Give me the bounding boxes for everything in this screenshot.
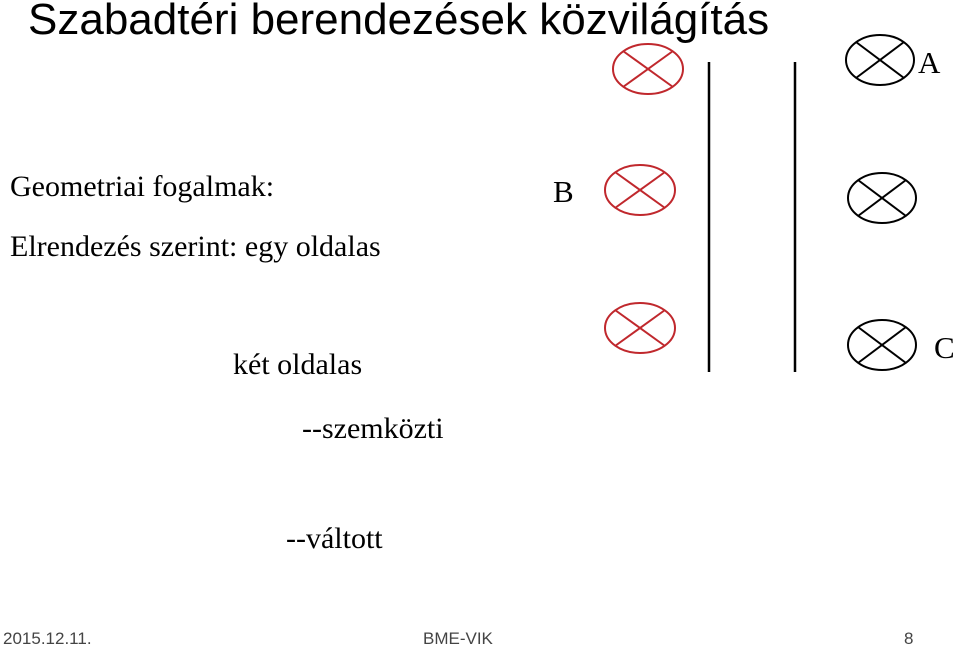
slide-title: Szabadtéri berendezések közvilágítás <box>28 0 770 44</box>
lamp-right-3-icon <box>847 319 917 371</box>
lamp-left-1-icon <box>612 43 684 95</box>
arrangement-one-sided: Elrendezés szerint: egy oldalas <box>10 230 381 263</box>
footer-date: 2015.12.11. <box>3 629 92 648</box>
lamp-right-1-icon <box>845 34 915 86</box>
diagram-label-b: B <box>553 174 574 209</box>
lamp-left-2-icon <box>604 164 676 216</box>
lamp-right-2-icon <box>847 172 917 224</box>
arrangement-two-sided: két oldalas <box>233 348 363 381</box>
lamp-left-3-icon <box>604 302 676 354</box>
footer-organization: BME-VIK <box>423 629 493 648</box>
diagram-label-a: A <box>918 45 941 80</box>
arrangement-staggered: --váltott <box>286 522 383 555</box>
footer-page-number: 8 <box>904 629 914 648</box>
diagram-label-c: C <box>934 330 955 365</box>
arrangement-opposite: --szemközti <box>302 412 444 445</box>
geometry-heading: Geometriai fogalmak: <box>10 170 275 203</box>
